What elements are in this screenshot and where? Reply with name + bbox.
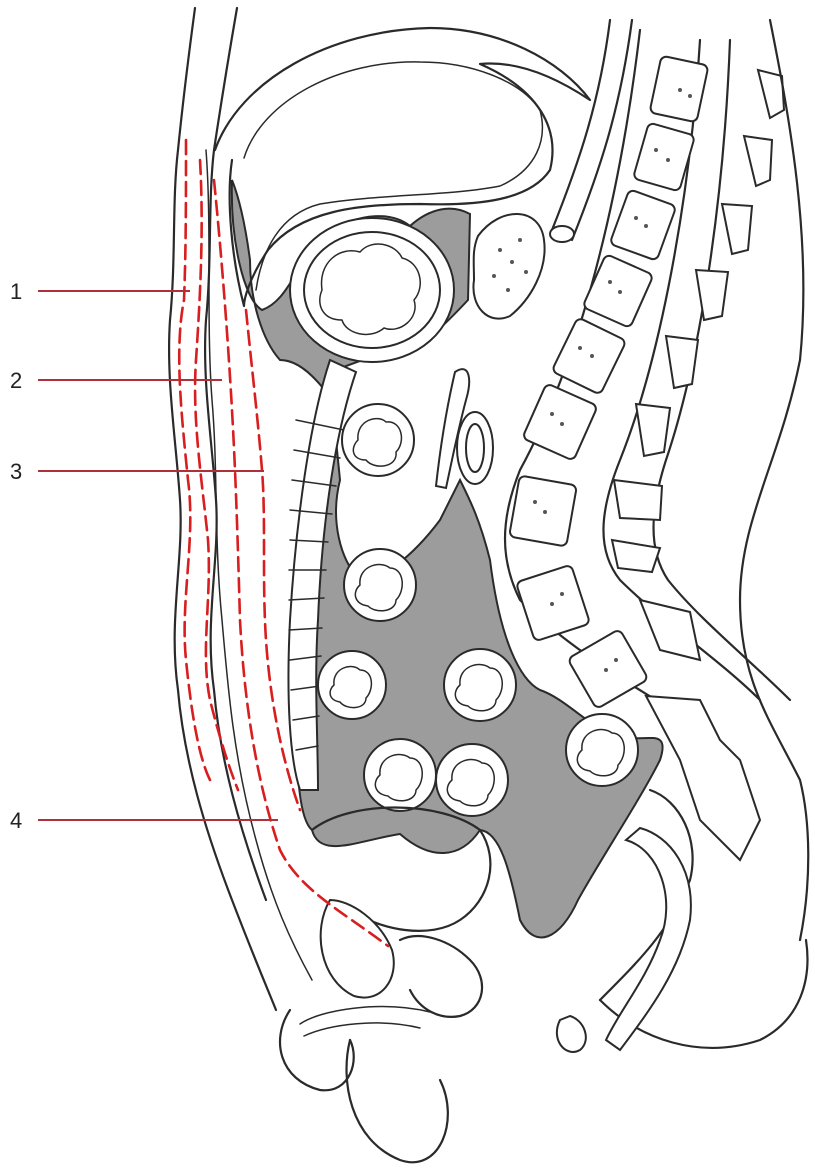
callout-3-number: 3 [10,459,22,484]
dashed-layer-2 [195,160,238,790]
pancreas [473,214,544,319]
callout-1-number: 1 [10,279,22,304]
callout-4-number: 4 [10,808,22,833]
aorta [550,20,632,242]
stomach [290,218,454,362]
rectum [606,828,691,1050]
callout-2-number: 2 [10,368,22,393]
bladder [321,900,394,998]
dashed-layer-1 [179,140,210,780]
